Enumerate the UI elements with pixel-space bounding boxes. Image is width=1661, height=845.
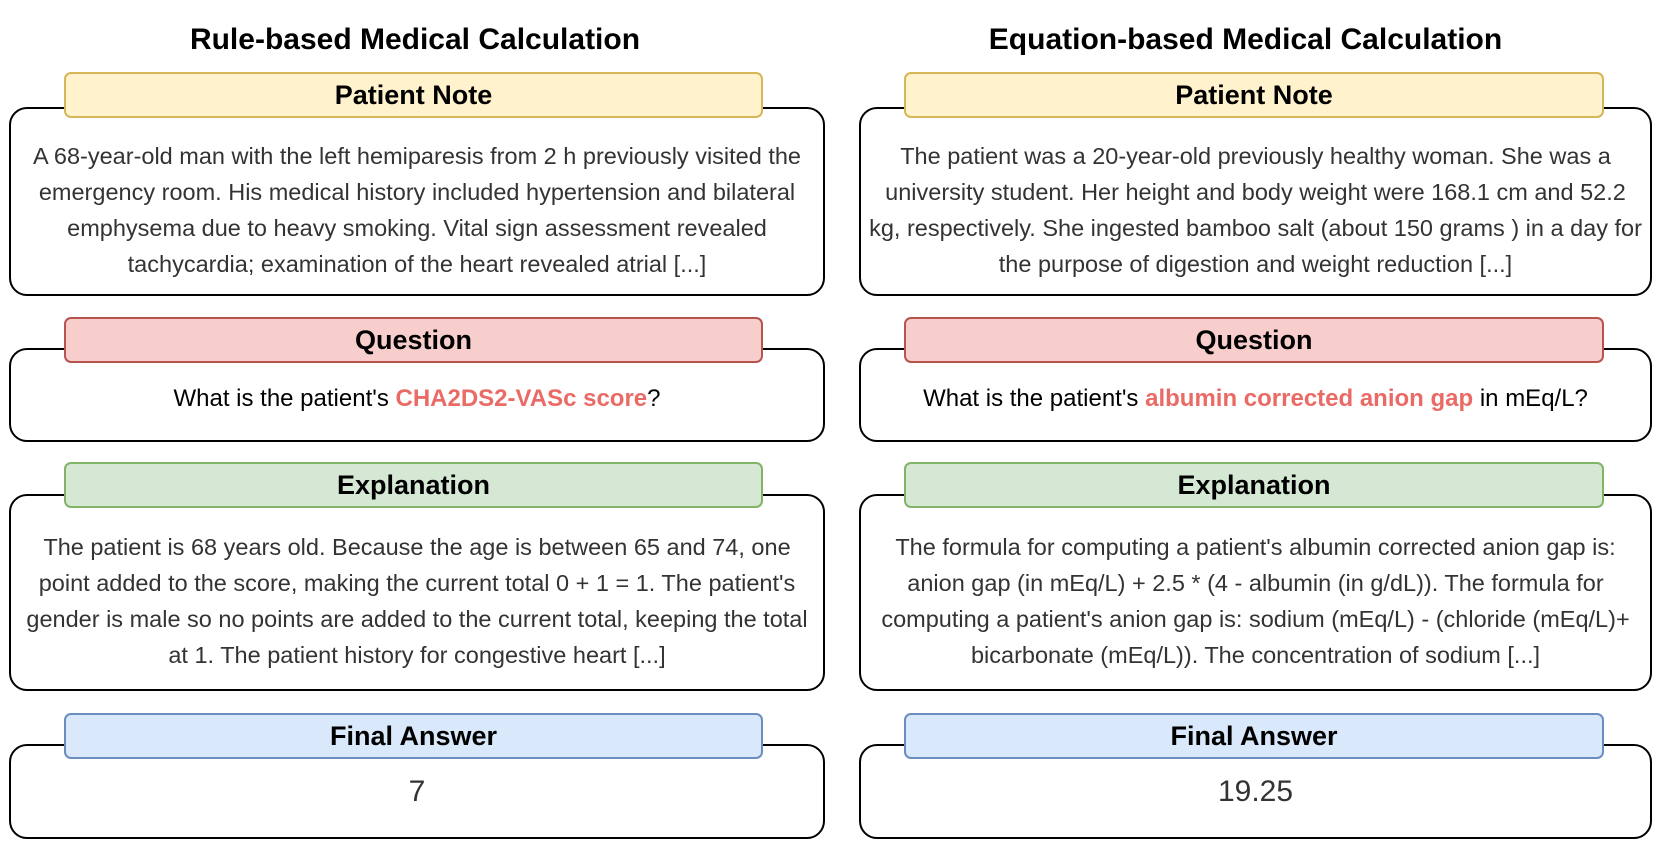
question-text: What is the patient's albumin corrected …: [923, 377, 1588, 413]
patient-note-box: A 68-year-old man with the left hemipare…: [9, 107, 825, 296]
question-box: What is the patient's CHA2DS2-VASc score…: [9, 348, 825, 442]
explanation-box: The formula for computing a patient's al…: [859, 494, 1652, 691]
final-answer-box: 7: [9, 744, 825, 839]
explanation-label: Explanation: [64, 462, 763, 508]
patient-note-text: The patient was a 20-year-old previously…: [869, 142, 1642, 277]
question-prefix: What is the patient's: [923, 385, 1146, 412]
final-answer-label: Final Answer: [64, 713, 763, 759]
final-answer-value: 7: [408, 774, 426, 808]
equation-based-column: Equation-based Medical Calculation The p…: [830, 0, 1661, 845]
patient-note-label: Patient Note: [64, 72, 763, 118]
question-text: What is the patient's CHA2DS2-VASc score…: [173, 377, 660, 413]
explanation-text: The formula for computing a patient's al…: [881, 533, 1630, 668]
final-answer-label: Final Answer: [904, 713, 1604, 759]
explanation-label: Explanation: [904, 462, 1604, 508]
patient-note-text: A 68-year-old man with the left hemipare…: [32, 142, 802, 277]
question-highlight: CHA2DS2-VASc score: [395, 385, 648, 412]
patient-note-label: Patient Note: [904, 72, 1604, 118]
final-answer-value: 19.25: [1217, 774, 1294, 808]
explanation-text: The patient is 68 years old. Because the…: [26, 533, 808, 668]
question-suffix: ?: [647, 385, 661, 412]
question-label: Question: [64, 317, 763, 363]
question-label: Question: [904, 317, 1604, 363]
question-highlight: albumin corrected anion gap: [1145, 385, 1474, 412]
question-prefix: What is the patient's: [173, 385, 396, 412]
final-answer-box: 19.25: [859, 744, 1652, 839]
column-title: Rule-based Medical Calculation: [189, 23, 641, 56]
question-box: What is the patient's albumin corrected …: [859, 348, 1652, 442]
explanation-box: The patient is 68 years old. Because the…: [9, 494, 825, 691]
column-title: Equation-based Medical Calculation: [988, 23, 1503, 56]
question-suffix: in mEq/L?: [1473, 385, 1588, 412]
rule-based-column: Rule-based Medical Calculation A 68-year…: [0, 0, 830, 845]
patient-note-box: The patient was a 20-year-old previously…: [859, 107, 1652, 296]
